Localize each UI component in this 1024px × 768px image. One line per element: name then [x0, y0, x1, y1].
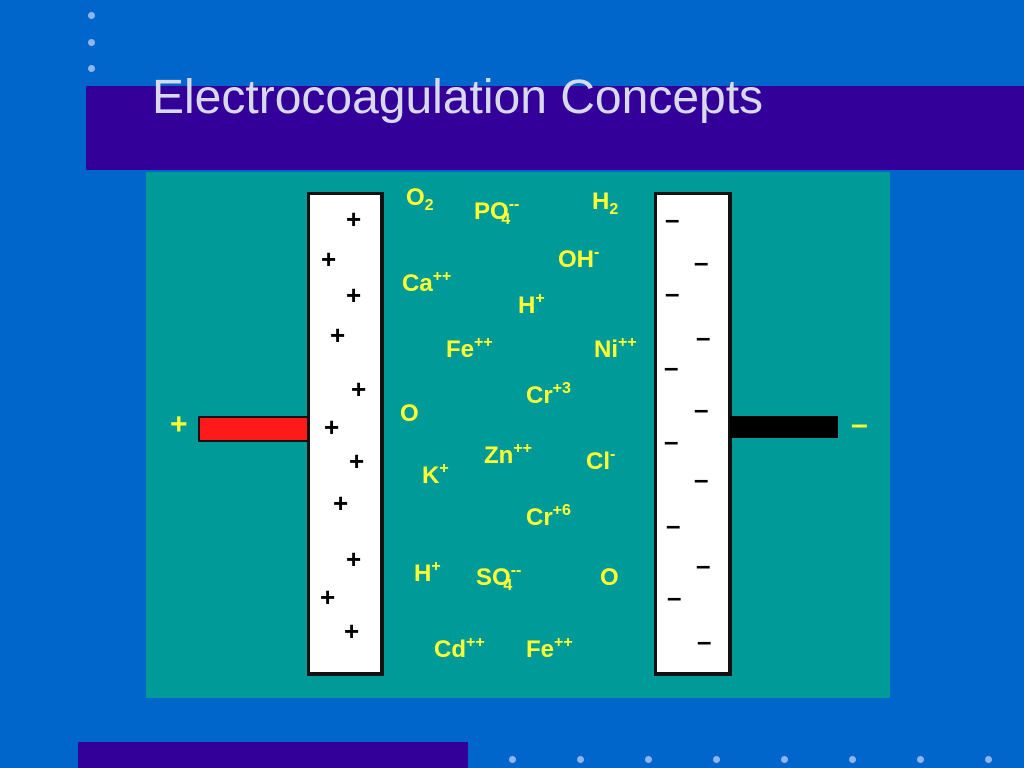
ion-label: Ni++	[594, 334, 637, 363]
cathode-minus-sign: –	[667, 582, 682, 612]
ion-label: O	[400, 400, 419, 427]
anode-plus-sign: +	[346, 544, 362, 574]
slide-title: Electrocoagulation Concepts	[152, 71, 764, 124]
cathode-minus-sign: –	[694, 394, 709, 424]
decorative-dot	[713, 756, 720, 763]
decorative-dot	[88, 39, 95, 46]
ion-label: O2	[406, 184, 434, 214]
ion-label: Fe++	[446, 334, 493, 363]
anode-plate	[307, 192, 384, 676]
cathode-minus-sign: –	[665, 204, 680, 234]
decorative-dot	[645, 756, 652, 763]
decorative-dot	[917, 756, 924, 763]
ion-label: Cr+3	[526, 380, 571, 409]
bottom-band	[78, 742, 468, 768]
ion-label: PO--4	[474, 196, 520, 228]
cathode-wire	[730, 416, 838, 438]
decorative-dot	[509, 756, 516, 763]
cathode-minus-sign: –	[696, 322, 711, 352]
cathode-minus-sign: –	[664, 352, 679, 382]
ion-label: SO--4	[476, 562, 522, 594]
ion-label: Cd++	[434, 634, 485, 663]
cathode-minus-sign: –	[697, 626, 712, 656]
title-band	[86, 86, 1024, 170]
ion-label: H2	[592, 188, 619, 218]
ion-label: H+	[518, 290, 545, 319]
ion-label: K+	[422, 460, 449, 489]
anode-terminal-label: +	[170, 408, 188, 441]
anode-plus-sign: +	[321, 244, 337, 274]
ion-label: OH-	[558, 244, 600, 273]
ion-label: O	[600, 564, 619, 591]
cathode-minus-sign: –	[694, 464, 709, 494]
ion-label: Ca++	[402, 268, 452, 297]
anode-plus-sign: +	[346, 280, 362, 310]
decorative-dot	[985, 756, 992, 763]
decorative-dot	[781, 756, 788, 763]
cathode-terminal-label: –	[851, 408, 868, 441]
cathode-plate	[654, 192, 732, 676]
anode-plus-sign: +	[324, 412, 340, 442]
cathode-minus-sign: –	[696, 550, 711, 580]
cathode-minus-sign: –	[665, 278, 680, 308]
anode-plus-sign: +	[346, 204, 362, 234]
cathode-minus-sign: –	[694, 247, 709, 277]
anode-plus-sign: +	[320, 582, 336, 612]
ion-label: H+	[414, 558, 441, 587]
decorative-dot	[849, 756, 856, 763]
anode-plus-sign: +	[344, 616, 360, 646]
diagram-panel: + – + + + + + + + + + + + – – – – – – – …	[146, 172, 890, 698]
cathode-minus-sign: –	[666, 510, 681, 540]
ion-label: Zn++	[484, 440, 533, 469]
anode-wire	[198, 416, 312, 442]
anode-plus-sign: +	[351, 374, 367, 404]
decorative-dot	[88, 12, 95, 19]
decorative-dot	[88, 65, 95, 72]
anode-plus-sign: +	[333, 488, 349, 518]
decorative-dot	[577, 756, 584, 763]
anode-plus-sign: +	[330, 320, 346, 350]
ion-label: Fe++	[526, 634, 573, 663]
anode-plus-sign: +	[349, 446, 365, 476]
ion-label: Cr+6	[526, 502, 571, 531]
cathode-minus-sign: –	[664, 426, 679, 456]
ion-label: Cl-	[586, 446, 616, 475]
